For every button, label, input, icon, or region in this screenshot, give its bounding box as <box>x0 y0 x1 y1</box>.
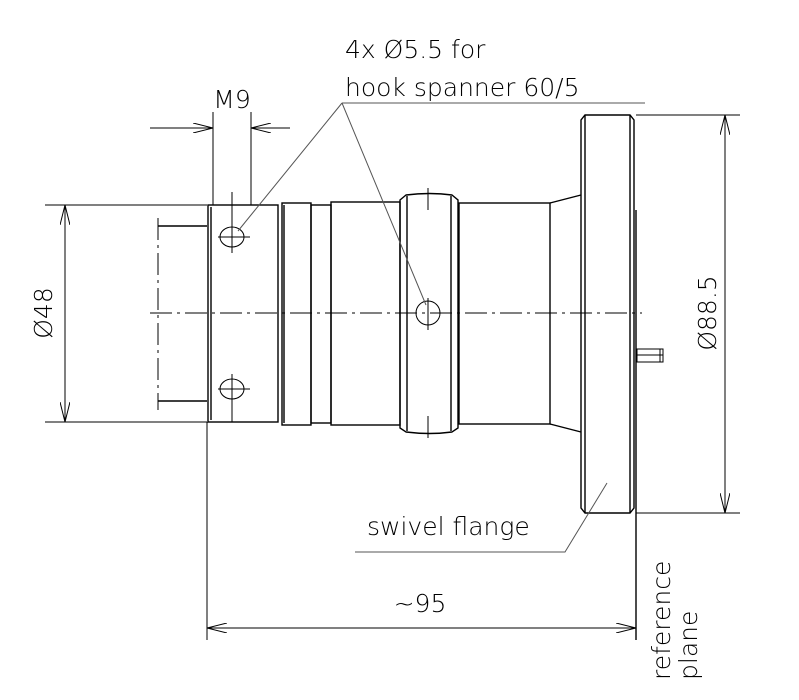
swivel-flange <box>580 114 664 640</box>
dimension-label-48: Ø48 <box>29 287 58 339</box>
dimension-m9: M9 <box>150 85 290 205</box>
length-label: ~95 <box>394 589 447 618</box>
reference-label-line1: reference <box>647 561 676 680</box>
flange-label: swivel flange <box>367 512 530 541</box>
reference-plane-label: reference plane <box>647 561 703 680</box>
pin-insert <box>157 218 207 410</box>
hole-note-line2: hook spanner 60/5 <box>345 73 580 102</box>
coupling-nut <box>207 192 279 423</box>
hole-note: 4x Ø5.5 for hook spanner 60/5 <box>237 35 645 306</box>
reference-label-line2: plane <box>674 611 703 680</box>
connector-body <box>281 188 582 438</box>
dimension-diameter-88-5: Ø88.5 <box>636 114 740 514</box>
hole-note-line1: 4x Ø5.5 for <box>345 35 486 64</box>
thread-label: M9 <box>213 85 250 114</box>
flange-note: swivel flange <box>355 482 608 553</box>
dimension-length-95: ~95 <box>206 422 636 640</box>
dimension-diameter-48: Ø48 <box>29 204 207 423</box>
dimension-label-88-5: Ø88.5 <box>693 275 722 350</box>
